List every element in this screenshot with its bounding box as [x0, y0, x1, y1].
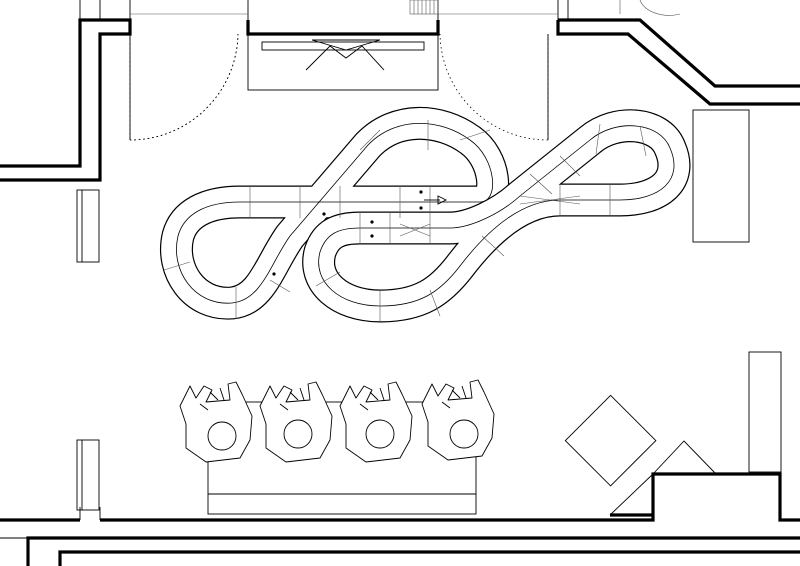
- square-table: [564, 394, 657, 487]
- storage-cabinet: [692, 109, 750, 243]
- walls: [0, 18, 800, 522]
- seated-persons: [179, 379, 495, 463]
- left-panels: [76, 189, 100, 511]
- door-swing-left: [129, 33, 239, 141]
- bottom-left-wall: [0, 472, 800, 522]
- seated-person-4: [421, 379, 495, 461]
- lower-right-structure: [609, 351, 782, 516]
- start-arrow-icon: [424, 195, 448, 205]
- seated-person-2: [259, 381, 333, 463]
- slot-car-track: [160, 106, 691, 323]
- display-cabinet: [247, 33, 439, 91]
- top-outline: [79, 0, 681, 20]
- seated-person-3: [339, 381, 413, 463]
- top-center-wall: [246, 20, 440, 36]
- door-swing-left-2: [129, 33, 239, 141]
- top-right-wall: [556, 20, 800, 106]
- top-right-wall-inner: [558, 18, 800, 88]
- entry-doors: [129, 33, 549, 141]
- door-swing-right: [439, 33, 549, 141]
- bottom-strip: [0, 536, 800, 566]
- seated-person-1: [179, 381, 253, 463]
- top-left-wall: [0, 18, 132, 182]
- bottom-left-wall-face: [79, 507, 101, 520]
